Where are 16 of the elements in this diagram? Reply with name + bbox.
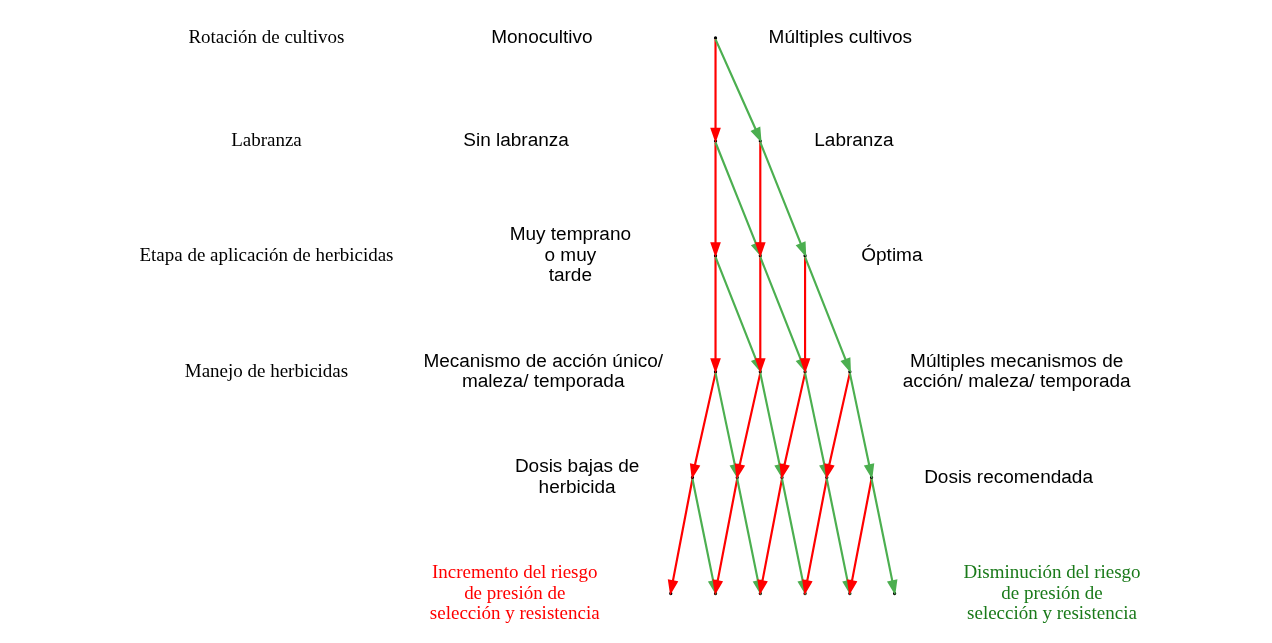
label: Monocultivo [490,25,593,47]
label: Labranza [230,129,302,151]
label: Rotación de cultivos [187,25,345,47]
label: Muy temprano o muy tarde [509,223,631,286]
label: Óptima [860,243,922,265]
label: Incremento del riesgo de presión de selección y resistencia [429,561,600,623]
label: Labranza [813,129,893,151]
label: Manejo de herbicidas [184,359,348,381]
label: Múltiples mecanismos de acción/ maleza/ temporada [902,349,1131,391]
label: Dosis recomendada [923,465,1093,487]
label: Sin labranza [462,129,569,151]
label: Etapa de aplicación de herbicidas [138,243,394,265]
label: Dosis bajas de herbicida [514,455,639,497]
label: Mecanismo de acción único/ maleza/ temporada [422,349,663,391]
label: Múltiples cultivos [768,25,912,47]
label: Disminución del riesgo de presión de selección y resistencia [962,561,1141,623]
